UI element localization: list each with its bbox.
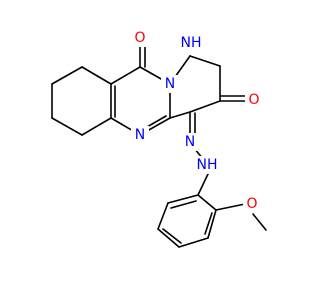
oxygen-atom-label: O [248,92,259,108]
bridge-nitrogen-label: N [165,76,175,92]
bond [167,194,199,204]
hydrazone-nitrogen-label: N [185,134,195,150]
bond [157,228,180,248]
structure-canvas: O O O NH N N N NH [51,29,267,248]
bond [189,100,221,113]
methoxy-oxygen-label: O [246,196,257,212]
bond [169,111,191,119]
bond [51,66,83,85]
bond [162,228,182,244]
bond [252,213,267,231]
bond [51,117,83,136]
oxygen-atom-label: O [134,30,145,46]
bond [110,66,141,85]
atom-labels: O O O NH N N N NH [134,30,259,212]
hydrazone-nh-label: NH [197,157,218,173]
atom-label-backgrounds [131,29,263,213]
bond [157,202,169,230]
bond [197,173,209,196]
bond [204,212,213,235]
ring-nitrogen-label: N [135,127,145,143]
bond [189,55,221,67]
bond [207,209,217,239]
bond [197,194,217,211]
bond [178,237,209,248]
bond [215,203,246,211]
bond [81,66,112,85]
bond [170,200,197,209]
bond [81,117,112,136]
bonds [51,39,267,248]
nh-atom-label: NH [181,35,202,51]
molecule-structure: O O O NH N N N NH [51,29,267,248]
